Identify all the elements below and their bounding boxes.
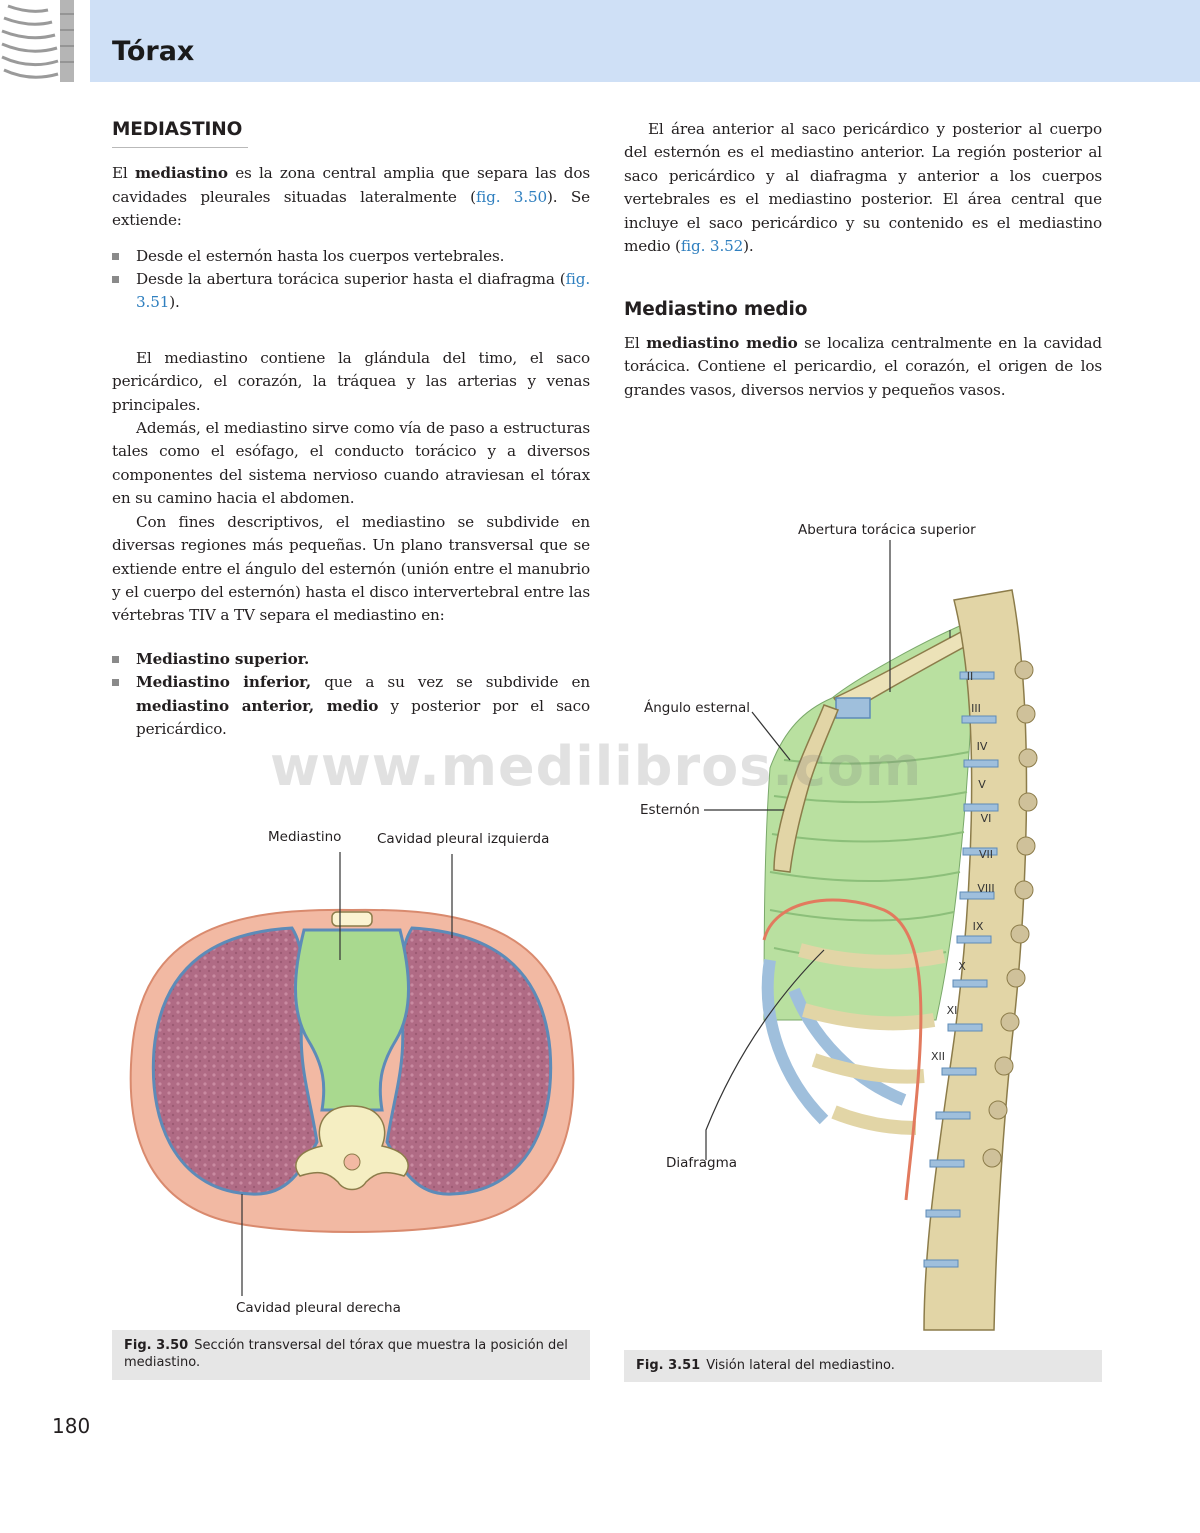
right-text-column: El área anterior al saco pericárdico y p… [624, 118, 1102, 402]
vertebra-label: VII [979, 848, 993, 861]
list-item-text: y posterior por el saco pericárdico. [136, 696, 590, 738]
paragraph-text: El [624, 333, 647, 352]
intro-text: ). Se extiende: [112, 187, 590, 230]
mediastinum-region [763, 619, 975, 1021]
list-item-text: Desde la abertura torácica superior hast… [136, 270, 566, 289]
paragraph: El área anterior al saco pericárdico y p… [624, 118, 1102, 258]
section-title-mediastino-medio: Mediastino medio [624, 299, 808, 321]
vertebra-label: XII [931, 1050, 945, 1063]
figure-3-50-transverse-section [129, 852, 575, 1296]
figure-caption-number: Fig. 3.51 [636, 1358, 701, 1373]
vertebra-label: V [978, 778, 986, 791]
vertebra-label: VI [981, 812, 992, 825]
figure-reference-link[interactable]: fig. 3.52 [680, 237, 744, 256]
sternum [331, 911, 373, 927]
list-item: Mediastino inferior, que a su vez se sub… [112, 671, 590, 741]
list-item-text: ). [169, 293, 180, 312]
paragraph-text: El área anterior al saco pericárdico y p… [624, 120, 1102, 256]
list-item-term: Mediastino inferior, [136, 673, 312, 692]
figure-caption-number: Fig. 3.50 [124, 1338, 189, 1353]
extent-bullet-list: Desde el esternón hasta los cuerpos vert… [112, 245, 590, 315]
figure-caption-text: Sección transversal del tórax que muestr… [124, 1338, 568, 1370]
first-costal-cartilage [835, 697, 871, 719]
list-item-text: Desde el esternón hasta los cuerpos vert… [136, 246, 505, 265]
watermark: www.medilibros.com [270, 735, 923, 798]
vertebra-label: X [958, 960, 966, 973]
intro-paragraph: El mediastino es la zona central amplia … [112, 162, 590, 232]
vertebra-label: I [948, 628, 951, 641]
page-number: 180 [52, 1414, 91, 1438]
vertebra-label: IV [977, 740, 988, 753]
vertebra-label: II [967, 670, 974, 683]
paragraph-text: ). [743, 237, 754, 256]
vertebral-column [923, 589, 1038, 1331]
label-mediastino: Mediastino [268, 829, 342, 845]
label-cavidad-pleural-derecha: Cavidad pleural derecha [236, 1300, 401, 1316]
vertebra-label: XI [947, 1004, 958, 1017]
paragraph: El mediastino contiene la glándula del t… [112, 348, 590, 414]
chapter-title: Tórax [112, 36, 195, 67]
paragraph-term: mediastino medio [646, 333, 798, 352]
label-angulo-esternal: Ángulo esternal [644, 700, 751, 716]
paragraph: El mediastino medio se localiza centralm… [624, 332, 1102, 402]
diaphragm [762, 898, 923, 1201]
intro-text: es la zona central amplia que separa las… [112, 164, 590, 206]
list-item-term: Mediastino superior. [136, 649, 310, 668]
paragraph: Con fines descriptivos, el mediastino se… [112, 512, 590, 625]
sternum [773, 704, 839, 873]
label-cavidad-pleural-izquierda: Cavidad pleural izquierda [377, 831, 550, 847]
mediastinum-region [294, 928, 410, 1112]
vertebra [295, 1105, 409, 1191]
left-text-column: MEDIASTINO El mediastino es la zona cent… [112, 118, 590, 755]
list-item: Mediastino superior. [112, 648, 590, 671]
label-abertura-toracica-superior: Abertura torácica superior [798, 522, 976, 538]
vertebra-label: III [971, 702, 981, 715]
figure-reference-link[interactable]: fig. 3.50 [475, 187, 548, 206]
paragraph-text: se localiza centralmente en la cavidad t… [624, 333, 1102, 399]
figure-reference-link[interactable]: fig. 3.51 [136, 270, 590, 312]
intro-term: mediastino [134, 164, 228, 183]
list-item-text: que a su vez se subdivide en [311, 673, 590, 692]
label-esternon: Esternón [640, 802, 700, 818]
right-pleural-cavity [151, 926, 319, 1196]
paragraph: Además, el mediastino sirve como vía de … [112, 419, 590, 508]
intro-text: El [112, 164, 135, 183]
vertebra-label: IX [973, 920, 984, 933]
left-pleural-cavity [385, 926, 553, 1196]
vertebra-label: VIII [977, 882, 994, 895]
header-band [90, 0, 1200, 82]
figure-caption-3-51: Fig. 3.51 Visión lateral del mediastino. [624, 1350, 1102, 1382]
section-title-mediastino: MEDIASTINO [112, 118, 248, 149]
figure-caption-text: Visión lateral del mediastino. [706, 1358, 895, 1373]
division-bullet-list: Mediastino superior. Mediastino inferior… [112, 648, 590, 742]
list-item: Desde el esternón hasta los cuerpos vert… [112, 245, 590, 268]
list-item-term: mediastino anterior, medio [136, 696, 379, 715]
list-item: Desde la abertura torácica superior hast… [112, 268, 590, 315]
figure-3-51-lateral-view: I II III IV V VI VII VIII IX X XI XII [704, 540, 1038, 1331]
label-diafragma: Diafragma [666, 1155, 737, 1171]
rib-cage-thumbnail-icon [0, 0, 90, 82]
